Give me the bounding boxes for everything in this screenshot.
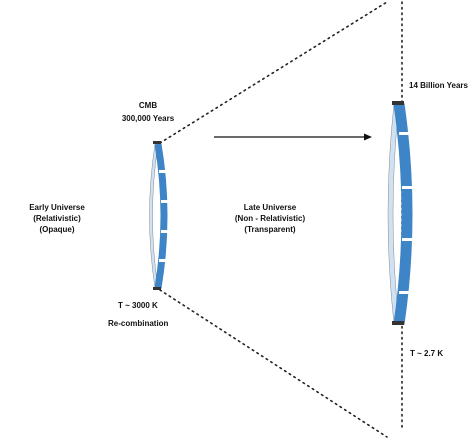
late-universe-disk xyxy=(387,101,413,325)
cmb-age: 300,000 Years xyxy=(121,114,175,123)
light-cone-lower-line xyxy=(159,289,388,438)
late-temperature-label: T ~ 2.7 K xyxy=(410,349,444,358)
late-universe-line1: Late Universe xyxy=(243,203,297,212)
recombination-label: Re-combination xyxy=(108,319,169,328)
late-universe-label: Late Universe (Non - Relativistic) (Tran… xyxy=(235,202,305,235)
early-universe-line2: (Relativistic) xyxy=(33,214,81,223)
light-cone-upper-line xyxy=(159,1,388,144)
late-universe-line2: (Non - Relativistic) xyxy=(234,214,306,223)
early-universe-disk xyxy=(149,141,169,290)
late-universe-line3: (Transparent) xyxy=(244,225,296,234)
early-temperature-label: T ~ 3000 K xyxy=(118,301,158,310)
late-age-label: 14 Billion Years xyxy=(409,81,468,90)
cmb-title: CMB xyxy=(138,101,158,110)
early-universe-line3: (Opaque) xyxy=(39,225,75,234)
early-universe-label: Early Universe (Relativistic) (Opaque) xyxy=(29,202,85,235)
time-arrow-head xyxy=(364,133,372,141)
cmb-label: CMB 300,000 Years xyxy=(122,100,174,124)
early-universe-line1: Early Universe xyxy=(29,203,85,212)
